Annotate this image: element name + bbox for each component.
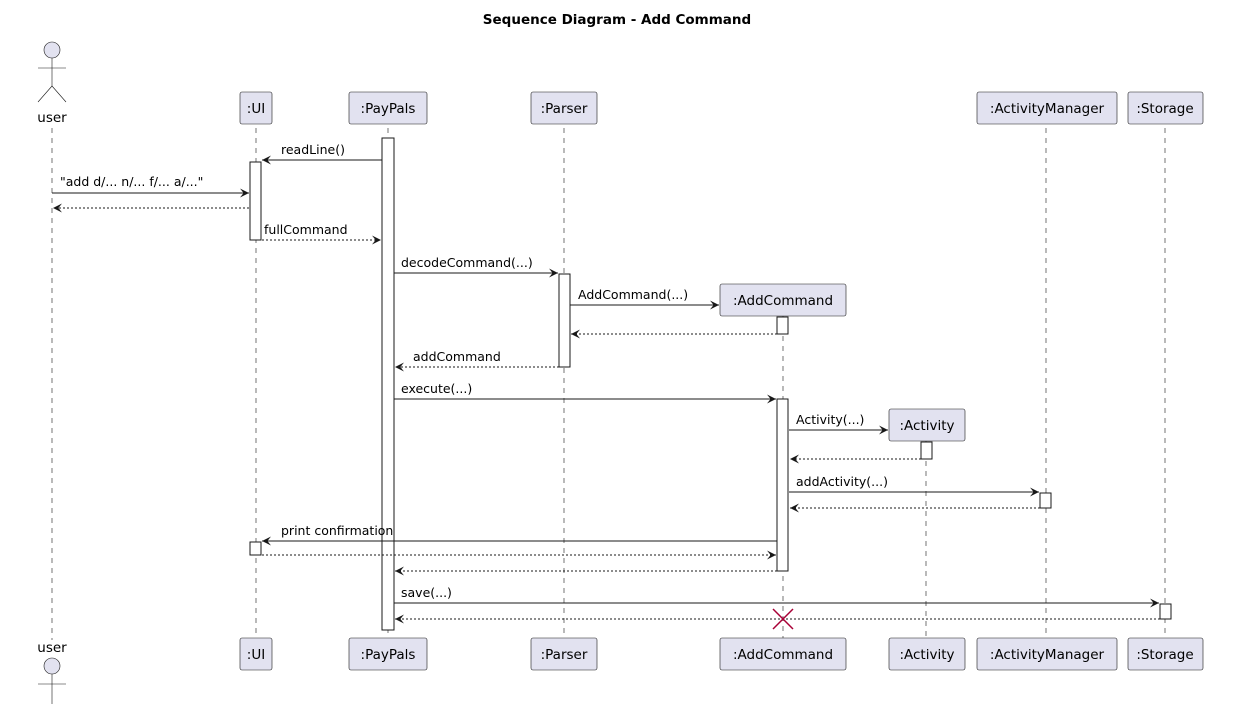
destroy-marker-addcommand: [772, 608, 794, 630]
message-readline-label: readLine(): [281, 142, 345, 157]
message-decodecommand-label: decodeCommand(...): [401, 255, 533, 270]
participant-paypals-top: :PayPals: [348, 91, 428, 125]
participant-activity-bottom: :Activity: [888, 637, 966, 671]
activation-storage: [1159, 603, 1172, 620]
participant-activity-created: :Activity: [888, 408, 966, 442]
message-addcommand-return: addCommand: [395, 349, 559, 372]
participant-storage-bottom-label: :Storage: [1136, 647, 1193, 663]
participant-addcommand-created-label: :AddCommand: [733, 293, 833, 309]
message-addcommand-ctor: AddCommand(...): [570, 287, 719, 310]
actor-user-top: user: [37, 41, 67, 126]
message-user-input-label: "add d/... n/... f/... a/...": [60, 174, 203, 189]
activation-addcommand-1: [776, 316, 789, 335]
participant-activitymanager-bottom: :ActivityManager: [976, 637, 1118, 671]
activation-ui-2: [249, 541, 262, 556]
participant-ui-top-label: :UI: [247, 101, 265, 117]
message-fullcommand-label: fullCommand: [264, 222, 348, 237]
participant-activitymanager-top-label: :ActivityManager: [990, 101, 1105, 117]
participant-activity-bottom-label: :Activity: [899, 647, 954, 663]
message-activity-ctor-label: Activity(...): [796, 412, 864, 427]
actor-user-bottom: user: [37, 640, 67, 704]
message-execute: execute(...): [394, 381, 776, 404]
message-fullcommand: fullCommand: [262, 222, 381, 245]
participant-ui-top: :UI: [239, 91, 273, 125]
participant-paypals-top-label: :PayPals: [361, 101, 416, 117]
activation-parser: [558, 273, 571, 368]
participant-paypals-bottom: :PayPals: [348, 637, 428, 671]
message-save-label: save(...): [401, 585, 452, 600]
actor-user-top-label: user: [37, 110, 67, 126]
message-execute-label: execute(...): [401, 381, 472, 396]
activation-activity: [920, 441, 933, 460]
message-print-confirmation-label: print confirmation: [281, 523, 393, 538]
message-print-confirmation: print confirmation: [262, 523, 777, 546]
participant-parser-top-label: :Parser: [541, 101, 588, 117]
participant-parser-bottom-label: :Parser: [541, 647, 588, 663]
participant-parser-top: :Parser: [530, 91, 598, 125]
participant-addcommand-bottom-label: :AddCommand: [733, 647, 833, 663]
participant-storage-bottom: :Storage: [1127, 637, 1204, 671]
message-addcommand-ctor-label: AddCommand(...): [578, 287, 688, 302]
message-readline: readLine(): [262, 142, 382, 165]
participant-addcommand-created: :AddCommand: [719, 283, 847, 317]
participant-activitymanager-top: :ActivityManager: [976, 91, 1118, 125]
message-save: save(...): [394, 585, 1159, 608]
message-addactivity: addActivity(...): [789, 474, 1039, 497]
activation-activitymanager: [1039, 492, 1052, 509]
participant-ui-bottom-label: :UI: [247, 647, 265, 663]
participant-paypals-bottom-label: :PayPals: [361, 647, 416, 663]
participant-activity-created-label: :Activity: [899, 418, 954, 434]
message-addcommand-return-label: addCommand: [413, 349, 501, 364]
participant-parser-bottom: :Parser: [530, 637, 598, 671]
actor-user-bottom-label: user: [37, 640, 67, 656]
activation-paypals: [381, 137, 395, 631]
activation-addcommand-2: [776, 398, 789, 572]
participant-storage-top: :Storage: [1127, 91, 1204, 125]
message-decodecommand: decodeCommand(...): [394, 255, 558, 278]
message-addactivity-label: addActivity(...): [796, 474, 888, 489]
message-activity-ctor: Activity(...): [789, 412, 888, 435]
participant-activitymanager-bottom-label: :ActivityManager: [990, 647, 1105, 663]
diagram-title: Sequence Diagram - Add Command: [483, 12, 751, 28]
message-user-input: "add d/... n/... f/... a/...": [52, 174, 249, 198]
participant-storage-top-label: :Storage: [1136, 101, 1193, 117]
activation-ui-1: [249, 161, 262, 241]
participant-ui-bottom: :UI: [239, 637, 273, 671]
participant-addcommand-bottom: :AddCommand: [719, 637, 847, 671]
